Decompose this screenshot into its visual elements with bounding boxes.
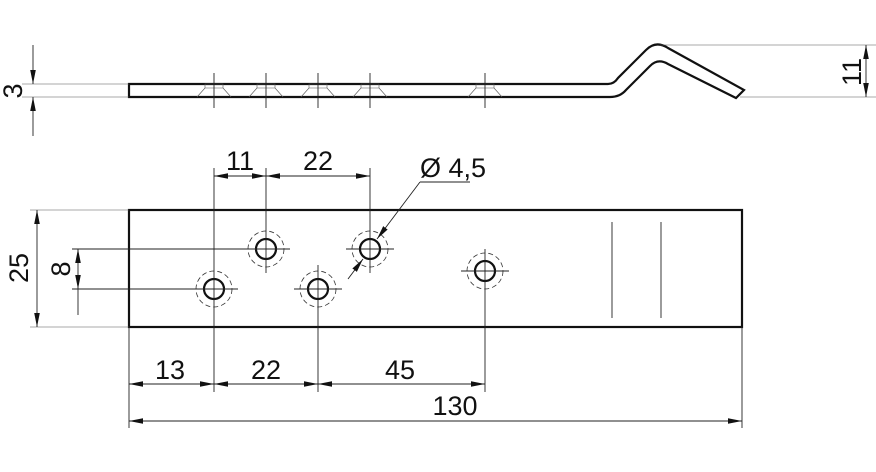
plate-outline (127, 208, 744, 329)
hole-offset-label: 8 (46, 261, 76, 276)
bottom-spacing-1-label: 13 (155, 355, 185, 385)
thickness-label: 3 (0, 83, 28, 98)
top-spacing-1-label: 11 (226, 146, 254, 176)
thickness-dimension: 3 (0, 45, 129, 136)
side-view: 3 11 (0, 43, 876, 136)
width-dimension: 25 (4, 209, 129, 328)
width-label: 25 (4, 253, 34, 283)
overall-length-label: 130 (432, 391, 477, 421)
top-spacing-2-label: 22 (303, 146, 333, 176)
countersinks (196, 83, 503, 98)
bend-height-dimension: 11 (660, 44, 876, 98)
side-centerlines (213, 73, 486, 108)
bottom-spacing-3-label: 45 (385, 355, 415, 385)
hole-offset-dimension: 8 (46, 249, 81, 315)
side-profile-outer (127, 43, 746, 100)
diameter-callout: Ø 4,5 (347, 153, 486, 280)
bottom-spacing-2-label: 22 (251, 355, 281, 385)
bend-height-label: 11 (837, 58, 867, 86)
top-view: 25 8 11 22 Ø 4,5 (4, 146, 744, 428)
bottom-dimensions: 13 22 45 130 (128, 327, 743, 428)
hole-diameter-label: Ø 4,5 (420, 153, 486, 183)
hole-centerlines (72, 168, 509, 392)
holes (195, 230, 504, 308)
top-dimensions: 11 22 (214, 146, 370, 179)
